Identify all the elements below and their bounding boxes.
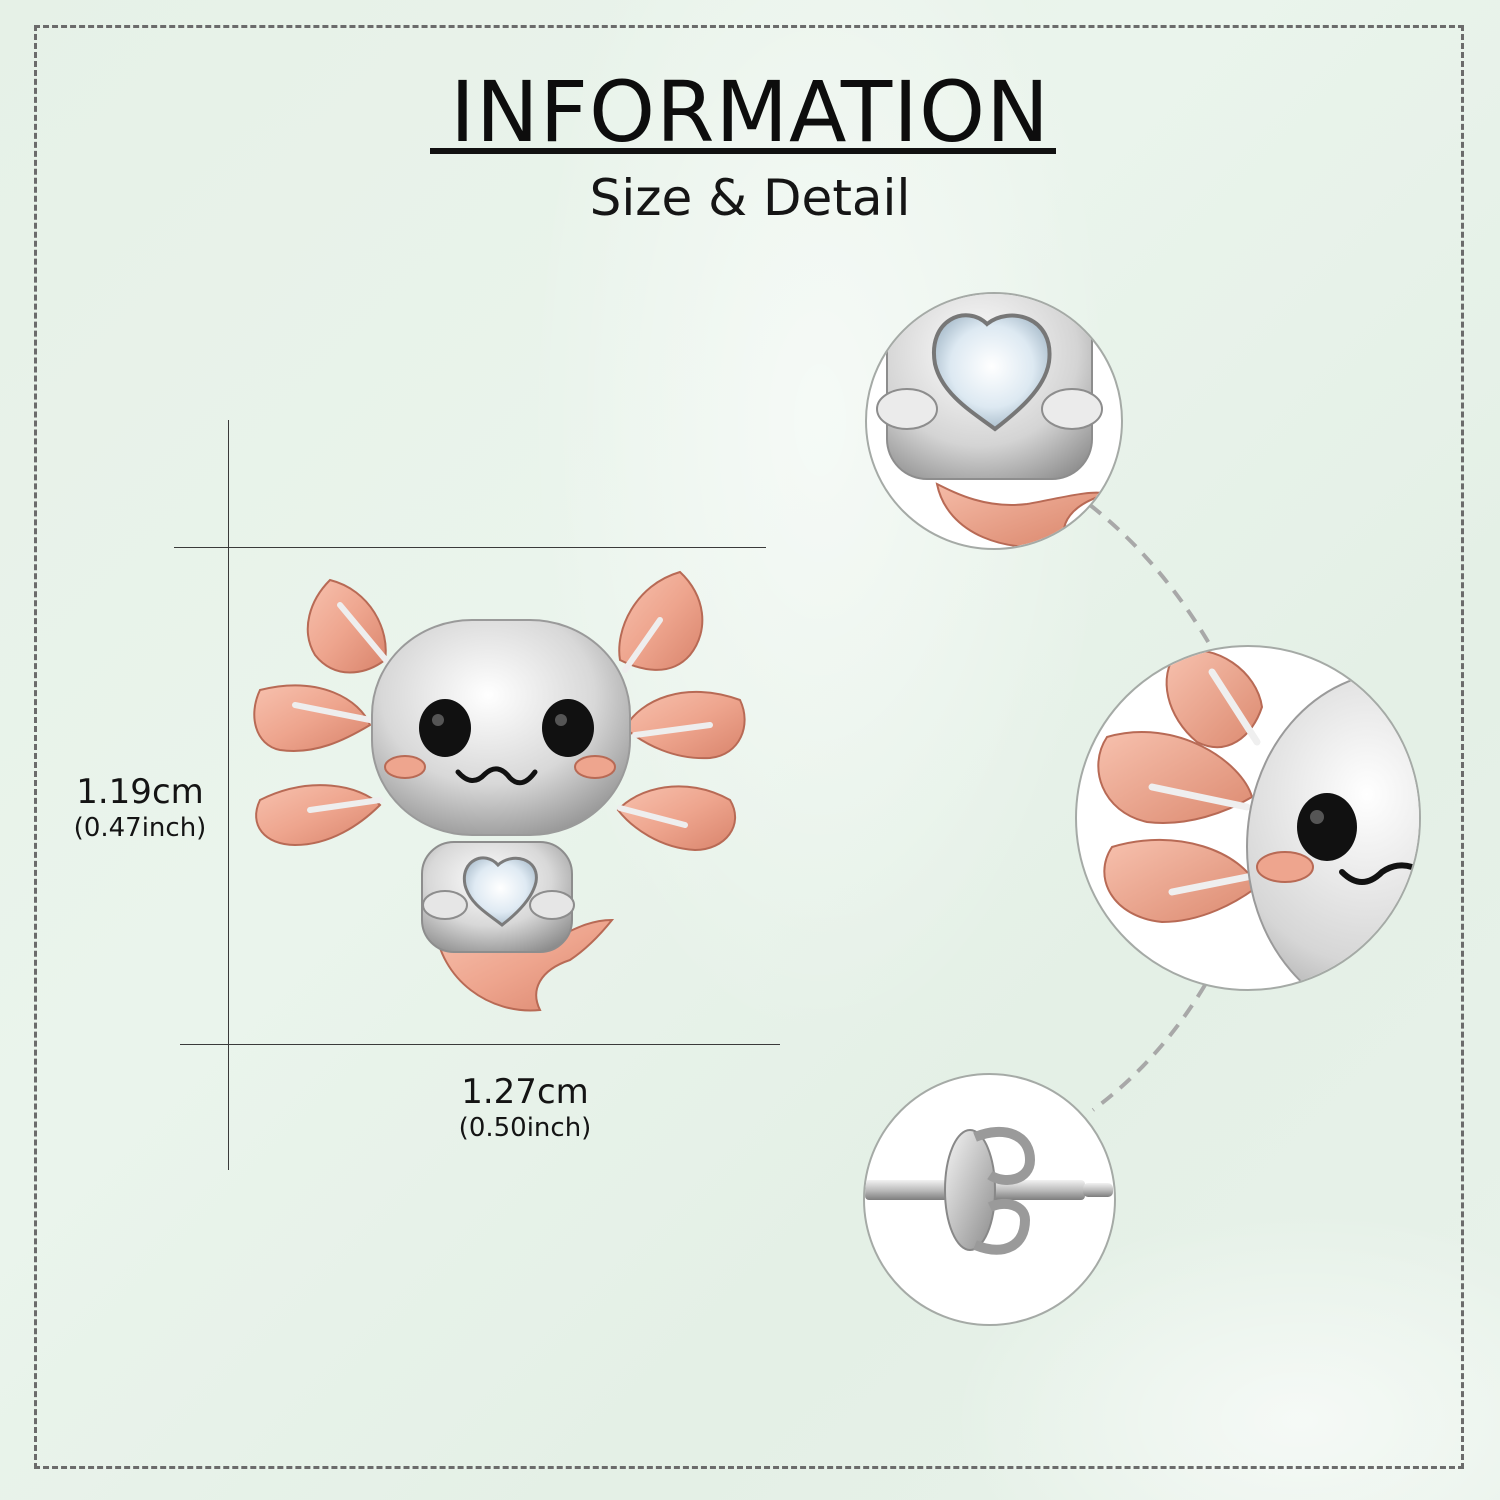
width-inch: (0.50inch) xyxy=(458,1113,592,1143)
axolotl-head xyxy=(371,619,631,836)
detail-circle-gills xyxy=(1075,645,1421,991)
width-dimension-label: 1.27cm (0.50inch) xyxy=(425,1072,625,1144)
height-inch: (0.47inch) xyxy=(73,813,207,843)
left-cheek xyxy=(384,755,426,779)
earring-back-closeup xyxy=(865,1126,1113,1255)
left-eye xyxy=(419,699,471,757)
heart-crystal-closeup xyxy=(876,294,1111,548)
height-cm: 1.19cm xyxy=(76,772,204,812)
width-cm: 1.27cm xyxy=(461,1072,589,1112)
heart-crystal xyxy=(462,856,538,927)
gill-veins xyxy=(292,602,713,828)
height-guide-line xyxy=(228,420,229,1170)
left-gills xyxy=(253,578,387,847)
right-cheek xyxy=(574,755,616,779)
title-underline xyxy=(430,148,1056,154)
mouth xyxy=(455,766,538,786)
height-dimension-label: 1.19cm (0.47inch) xyxy=(50,772,230,844)
bottom-guide-line xyxy=(180,1044,780,1045)
page-title: INFORMATION xyxy=(450,63,1050,161)
gills-face-closeup xyxy=(1097,649,1419,989)
right-eye xyxy=(542,699,594,757)
detail-circle-earring-back xyxy=(863,1073,1116,1326)
dashed-border-frame xyxy=(34,25,1464,1469)
page-subtitle: Size & Detail xyxy=(589,169,911,227)
axolotl-earring-image xyxy=(253,570,746,1012)
detail-circle-heart xyxy=(865,292,1123,550)
top-guide-line xyxy=(174,547,766,548)
